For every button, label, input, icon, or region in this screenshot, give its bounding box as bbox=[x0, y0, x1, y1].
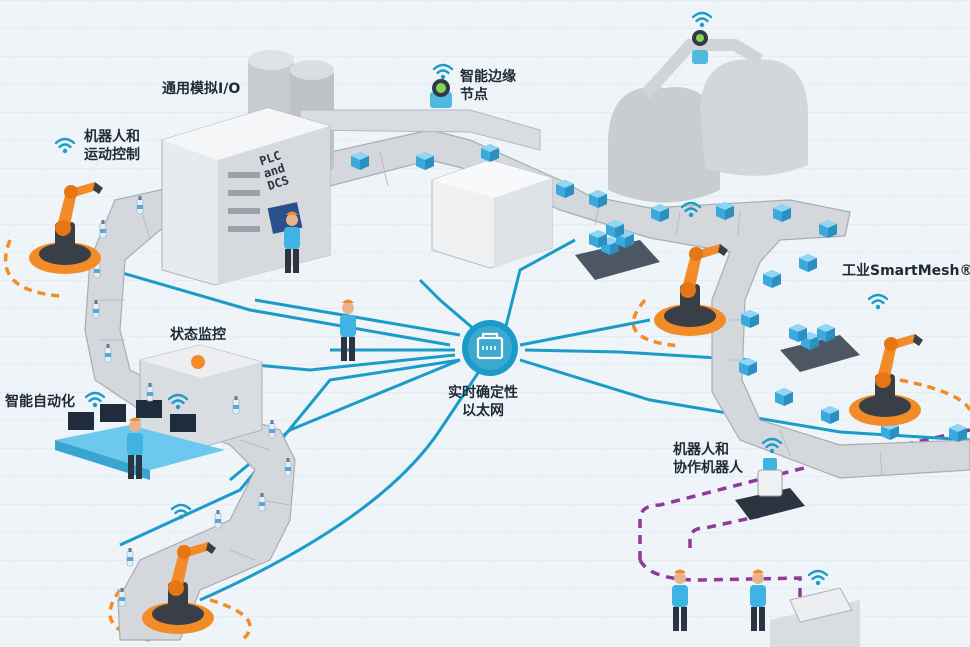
label-smart-automation: 智能自动化 bbox=[5, 394, 75, 410]
label-cobots-line1: 机器人和 bbox=[673, 442, 729, 458]
label-edge-node-line1: 智能边缘 bbox=[460, 69, 516, 85]
label-analog-io: 通用模拟I/O bbox=[162, 81, 241, 97]
label-robot-motion-line2: 运动控制 bbox=[84, 147, 140, 163]
ethernet-port-icon bbox=[462, 320, 518, 376]
label-edge-node-line2: 节点 bbox=[460, 87, 488, 103]
label-cobots: 机器人和 协作机器人 bbox=[673, 441, 743, 477]
label-tsn-ethernet: 实时确定性 以太网 bbox=[448, 384, 518, 420]
label-tsn-line2: 以太网 bbox=[462, 403, 504, 419]
label-tsn-line1: 实时确定性 bbox=[448, 385, 518, 401]
label-edge-node: 智能边缘 节点 bbox=[460, 68, 516, 104]
label-smartmesh: 工业SmartMesh® bbox=[842, 263, 970, 279]
label-condition-monitoring: 状态监控 bbox=[170, 327, 226, 343]
label-robot-motion-line1: 机器人和 bbox=[84, 129, 140, 145]
label-robot-motion: 机器人和 运动控制 bbox=[84, 128, 140, 164]
label-cobots-line2: 协作机器人 bbox=[673, 460, 743, 476]
